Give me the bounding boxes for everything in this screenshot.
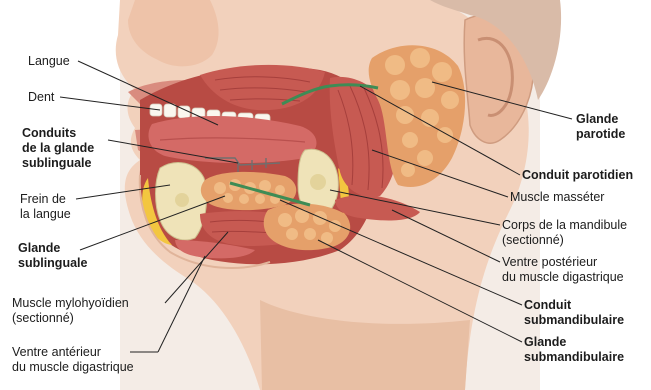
label-muscle-mylohyoidien: Muscle mylohyoïdien (sectionné)	[12, 296, 129, 326]
label-ventre-anterieur: Ventre antérieur du muscle digastrique	[12, 345, 134, 375]
mandible-anterior-canal	[175, 193, 189, 207]
label-corps-mandibule: Corps de la mandibule (sectionné)	[502, 218, 627, 248]
label-conduits-sublinguale: Conduits de la glande sublinguale	[22, 126, 94, 171]
label-glande-sublinguale: Glande sublinguale	[18, 241, 87, 271]
label-dent: Dent	[28, 90, 54, 105]
label-langue: Langue	[28, 54, 70, 69]
label-conduit-parotidien: Conduit parotidien	[522, 168, 633, 183]
label-glande-submandibulaire: Glande submandibulaire	[524, 335, 624, 365]
label-conduit-submandibulaire: Conduit submandibulaire	[524, 298, 624, 328]
mandible-body-canal	[310, 174, 326, 190]
label-frein-langue: Frein de la langue	[20, 192, 71, 222]
label-glande-parotide: Glande parotide	[576, 112, 625, 142]
label-ventre-posterieur: Ventre postérieur du muscle digastrique	[502, 255, 624, 285]
label-muscle-masseter: Muscle masséter	[510, 190, 604, 205]
